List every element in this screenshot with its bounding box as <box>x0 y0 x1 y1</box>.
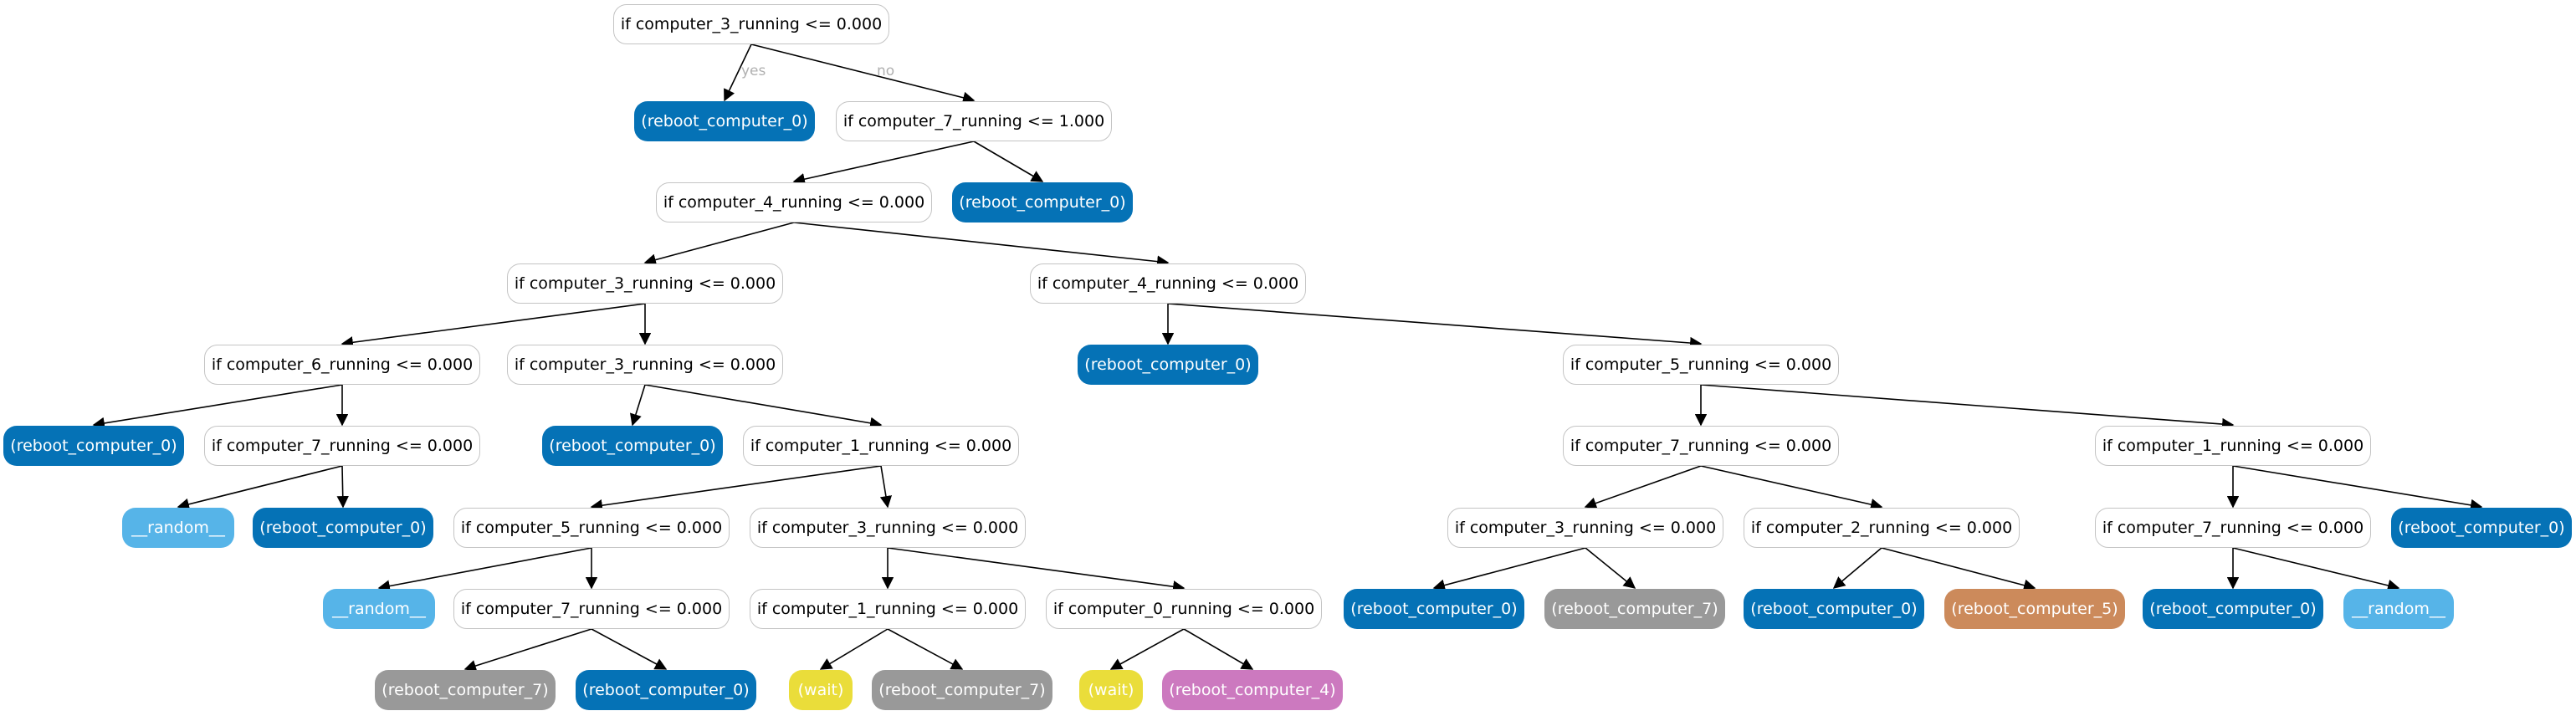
edge-n13-n18 <box>177 465 343 510</box>
leaf-node-reboot-computer-0: (reboot_computer_0) <box>542 426 723 466</box>
leaf-node-reboot-computer-7: (reboot_computer_7) <box>375 670 556 710</box>
decision-node: if computer_7_running <= 0.000 <box>204 426 480 466</box>
decision-node: if computer_7_running <= 0.000 <box>453 589 730 629</box>
leaf-node-reboot-computer-4: (reboot_computer_4) <box>1162 670 1343 710</box>
decision-node: if computer_2_running <= 0.000 <box>1744 508 2020 548</box>
leaf-node-reboot-computer-0: (reboot_computer_0) <box>1078 345 1258 385</box>
leaf-node-reboot-computer-0: (reboot_computer_0) <box>1744 589 1924 629</box>
edge-n27-n37 <box>591 628 668 670</box>
edge-n3-n5 <box>973 141 1044 182</box>
leaf-node-reboot-computer-7: (reboot_computer_7) <box>872 670 1052 710</box>
edge-n27-n36 <box>463 628 592 672</box>
leaf-node-random: __random__ <box>122 508 234 548</box>
edge-n6-n8 <box>341 303 646 349</box>
edge-n23-n32 <box>1832 547 1882 589</box>
leaf-node-reboot-computer-0: (reboot_computer_0) <box>2391 508 2572 548</box>
leaf-node-reboot-computer-0: (reboot_computer_0) <box>253 508 433 548</box>
edge-n23-n33 <box>1881 547 2036 591</box>
leaf-node-wait: (wait) <box>1079 670 1143 710</box>
decision-node: if computer_4_running <= 0.000 <box>656 182 932 222</box>
edge-n22-n31 <box>1585 547 1636 589</box>
edge-label-no: no <box>877 63 895 79</box>
decision-node: if computer_3_running <= 0.000 <box>507 263 783 304</box>
leaf-node-reboot-computer-7: (reboot_computer_7) <box>1544 589 1725 629</box>
decision-node: if computer_3_running <= 0.000 <box>1447 508 1723 548</box>
decision-node: if computer_7_running <= 1.000 <box>836 101 1112 141</box>
edge-n4-n7 <box>793 222 1170 268</box>
leaf-node-random: __random__ <box>323 589 435 629</box>
edge-n15-n20 <box>590 465 882 512</box>
decision-node: if computer_1_running <= 0.000 <box>743 426 1019 466</box>
decision-node: if computer_1_running <= 0.000 <box>2095 426 2371 466</box>
leaf-node-reboot-computer-0: (reboot_computer_0) <box>576 670 756 710</box>
decision-node: if computer_4_running <= 0.000 <box>1030 263 1306 304</box>
leaf-node-reboot-computer-0: (reboot_computer_0) <box>2143 589 2323 629</box>
edge-n16-n23 <box>1700 465 1883 511</box>
edge-label-yes: yes <box>741 63 766 79</box>
edge-n29-n41 <box>1183 628 1254 670</box>
decision-node: if computer_6_running <= 0.000 <box>204 345 480 385</box>
leaf-node-reboot-computer-0: (reboot_computer_0) <box>1344 589 1524 629</box>
edge-n15-n21 <box>879 465 893 509</box>
decision-node: if computer_7_running <= 0.000 <box>2095 508 2371 548</box>
edge-n28-n38 <box>819 628 889 670</box>
leaf-node-reboot-computer-0: (reboot_computer_0) <box>634 101 815 141</box>
edge-n1-n2 <box>724 43 752 102</box>
edge-n3-n4 <box>792 141 975 186</box>
edge-n13-n19 <box>336 465 349 509</box>
decision-node: if computer_0_running <= 0.000 <box>1046 589 1322 629</box>
edge-n7-n11 <box>1167 303 1703 350</box>
edge-n9-n15 <box>644 384 883 429</box>
edge-n4-n6 <box>643 222 795 266</box>
edge-n20-n26 <box>377 547 592 592</box>
leaf-node-reboot-computer-0: (reboot_computer_0) <box>952 182 1133 222</box>
edge-n16-n22 <box>1584 465 1702 509</box>
leaf-node-reboot-computer-0: (reboot_computer_0) <box>3 426 184 466</box>
edge-n17-n25 <box>2232 465 2483 511</box>
edge-n28-n39 <box>887 628 964 670</box>
edge-n29-n40 <box>1109 628 1185 670</box>
decision-node: if computer_3_running <= 0.000 <box>507 345 783 385</box>
leaf-node-random: __random__ <box>2343 589 2454 629</box>
edge-n9-n14 <box>629 384 646 427</box>
edge-n21-n29 <box>887 547 1186 593</box>
decision-node: if computer_5_running <= 0.000 <box>453 508 730 548</box>
decision-node: if computer_5_running <= 0.000 <box>1563 345 1839 385</box>
edge-n24-n35 <box>2232 547 2400 591</box>
leaf-node-reboot-computer-5: (reboot_computer_5) <box>1944 589 2125 629</box>
edge-n1-n3 <box>750 43 976 104</box>
decision-node-root: if computer_3_running <= 0.000 <box>613 4 889 44</box>
edge-n22-n30 <box>1432 547 1586 591</box>
leaf-node-wait: (wait) <box>789 670 853 710</box>
decision-node: if computer_7_running <= 0.000 <box>1563 426 1839 466</box>
edge-n11-n17 <box>1700 384 2235 431</box>
decision-node: if computer_1_running <= 0.000 <box>750 589 1026 629</box>
decision-node: if computer_3_running <= 0.000 <box>750 508 1026 548</box>
edge-n8-n12 <box>92 384 343 430</box>
